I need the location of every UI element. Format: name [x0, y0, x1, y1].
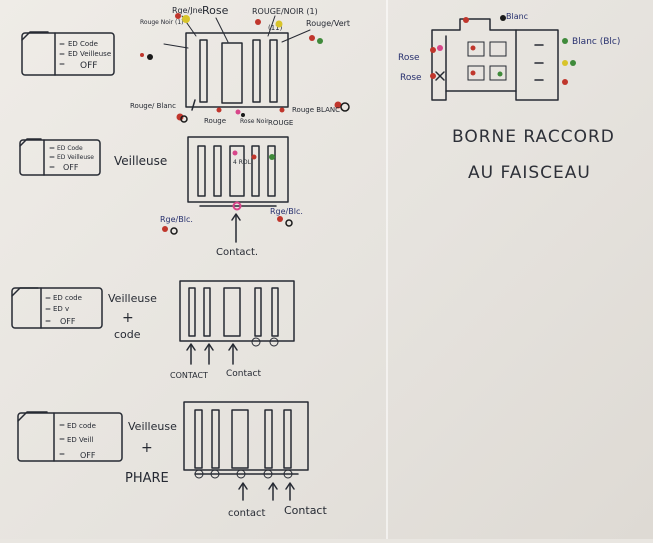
- label-rose-lower: Rose: [400, 73, 422, 83]
- diagram-3-state-line-1: Veilleuse: [108, 292, 157, 305]
- switch-2-code-label: ED Code: [57, 145, 83, 152]
- label-rouge-blanc-left: Rouge/ Blanc: [130, 102, 176, 110]
- diagram-3-contact-right: Contact: [226, 369, 261, 379]
- switch-3-veilleuse-label: ED v: [53, 305, 69, 313]
- connector-back-view: Blanc Blanc (Blc) Rose Rose: [398, 12, 620, 101]
- label-rouge-vert: Rouge/Vert: [306, 19, 350, 28]
- switch-1-off-label: OFF: [80, 61, 97, 71]
- label-rouge2-bottom: ROUGE: [268, 119, 293, 127]
- label-rge-blc-left: Rge/Blc.: [160, 215, 193, 224]
- paper-crease: [386, 0, 388, 539]
- label-rouge-noir-left: Rouge Noir (1): [140, 19, 183, 26]
- diagram-4-plus: +: [141, 440, 153, 456]
- label-rge-jne: Rge/Jne: [172, 6, 203, 15]
- diagram-4-contact-left: contact: [228, 508, 266, 519]
- switch-3-off-label: OFF: [60, 317, 76, 326]
- diagram-3: ED code ED v OFF Veilleuse + code: [11, 280, 295, 380]
- diagram-3-state-line-2: code: [114, 328, 141, 341]
- connector-4: [183, 401, 309, 479]
- diagram-2-state-label: Veilleuse: [114, 154, 167, 168]
- switch-2-veilleuse-label: ED Veilleuse: [57, 154, 94, 161]
- diagram-3-plus: +: [122, 310, 134, 326]
- label-rouge-noir-top: ROUGE/NOIR (1): [252, 7, 318, 16]
- switch-1-code-label: ED Code: [68, 40, 98, 48]
- switch-3-code-label: ED code: [53, 294, 82, 302]
- diagram-1: ED Code ED Veilleuse OFF Rge/Jne Rose RO…: [21, 4, 350, 127]
- diagram-4-contact-right: Contact: [284, 504, 327, 517]
- label-blanc-top: Blanc: [506, 12, 528, 21]
- label-blanc-right: Blanc (Blc): [572, 37, 620, 47]
- connector-2: [187, 136, 289, 207]
- diagram-2: ED Code ED Veilleuse OFF Veilleuse 4 ROL…: [19, 136, 303, 258]
- switch-1-veilleuse-label: ED Veilleuse: [68, 50, 111, 58]
- label-rouge-bottom: Rouge: [204, 117, 226, 125]
- switch-1: ED Code ED Veilleuse OFF: [21, 31, 115, 76]
- connector-3: [179, 280, 295, 347]
- label-rouge-blanc-right: Rouge BLANC: [292, 106, 340, 114]
- switch-4: ED code ED Veill OFF: [17, 411, 123, 462]
- switch-4-off-label: OFF: [80, 451, 96, 460]
- center-wire-label: 4 ROL: [233, 159, 252, 166]
- label-rose-top: Rose: [202, 4, 229, 17]
- label-rose-noir-bottom: Rose Noir: [240, 118, 269, 125]
- switch-2: ED Code ED Veilleuse OFF: [19, 138, 101, 176]
- diagram-3-contact-left: CONTACT: [170, 371, 208, 380]
- switch-2-off-label: OFF: [63, 163, 79, 172]
- switch-4-veilleuse-label: ED Veill: [67, 436, 93, 444]
- diagram-4-state-line-2: PHARE: [125, 471, 169, 486]
- label-rose-upper: Rose: [398, 53, 420, 63]
- switch-3: ED code ED v OFF: [11, 287, 103, 329]
- title-line-2: AU FAISCEAU: [468, 163, 591, 183]
- label-rge-blc-right: Rge/Blc.: [270, 207, 303, 216]
- label-11: (11): [268, 24, 283, 32]
- title-line-1: BORNE RACCORD: [452, 127, 615, 147]
- diagram-4-state-line-1: Veilleuse: [128, 420, 177, 433]
- diagram-4: ED code ED Veill OFF Veilleuse + PHARE: [17, 401, 327, 519]
- switch-4-code-label: ED code: [67, 422, 96, 430]
- connector-1: [185, 32, 289, 111]
- diagram-2-contact-label: Contact.: [216, 247, 258, 258]
